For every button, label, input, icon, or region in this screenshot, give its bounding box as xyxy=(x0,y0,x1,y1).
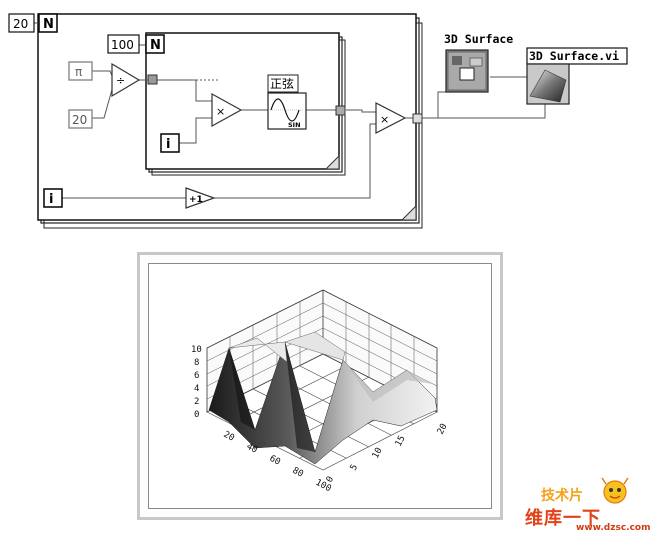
inner-count-constant[interactable] xyxy=(107,34,140,54)
twenty-constant[interactable] xyxy=(68,109,93,129)
surface-vi-icon xyxy=(529,69,567,103)
y-tick: 10 xyxy=(371,446,385,460)
inner-count-value: 100 xyxy=(111,38,134,52)
outer-n-label: N xyxy=(43,17,54,32)
outer-iteration-label: i xyxy=(49,192,53,207)
outer-iteration-terminal[interactable] xyxy=(43,188,63,208)
x-tick: 80 xyxy=(291,466,305,480)
y-tick: 20 xyxy=(436,422,450,436)
outer-output-tunnel[interactable] xyxy=(412,113,423,124)
divide-symbol: ÷ xyxy=(116,74,125,87)
x-axis-ticks: 20 40 60 80 100 xyxy=(222,430,333,494)
surface-caption: 3D Surface xyxy=(444,32,513,46)
inner-loop-tunnel[interactable] xyxy=(147,74,158,85)
multiply-symbol-inner: × xyxy=(216,105,225,118)
inner-loop-page-curl xyxy=(324,154,340,170)
z-tick: 2 xyxy=(194,397,199,407)
x-tick: 40 xyxy=(245,442,259,456)
sine-label: SIN xyxy=(288,121,301,129)
surface-mesh xyxy=(208,331,438,465)
multiply-node-outer[interactable] xyxy=(375,102,407,134)
inner-iteration-label: i xyxy=(166,137,170,152)
y-axis-ticks: 0 5 10 15 20 xyxy=(325,422,450,484)
y-tick: 5 xyxy=(349,463,360,472)
z-tick: 8 xyxy=(194,358,199,368)
z-tick: 6 xyxy=(194,371,199,381)
pi-constant[interactable] xyxy=(68,61,93,81)
sine-title: 正弦 xyxy=(270,76,294,91)
increment-symbol: +1 xyxy=(189,195,203,205)
outer-count-value: 20 xyxy=(13,17,28,31)
watermark-top-text: 技术片 xyxy=(541,488,583,504)
inner-iteration-terminal[interactable] xyxy=(160,133,180,153)
block-diagram: 20 N 100 N π 20 ÷ × i 正弦 SIN × i +1 3D S… xyxy=(8,13,628,229)
outer-count-constant[interactable] xyxy=(8,13,35,33)
multiply-node-inner[interactable] xyxy=(211,92,243,128)
z-tick: 10 xyxy=(191,345,202,355)
vi-caption-box xyxy=(526,47,628,65)
wires xyxy=(33,22,546,199)
inner-n-terminal[interactable] xyxy=(145,34,165,54)
watermark-url: www.dzsc.com xyxy=(576,523,650,533)
surface-plot-graph[interactable]: 10 8 6 4 2 0 20 40 60 80 100 0 5 10 15 2… xyxy=(137,252,503,520)
surface-node-corner xyxy=(452,56,462,65)
surface-node-tab xyxy=(469,57,483,67)
outer-n-terminal[interactable] xyxy=(38,13,58,33)
surface-node-glyph xyxy=(459,67,475,81)
mascot-logo xyxy=(601,477,629,504)
sine-node[interactable] xyxy=(267,92,307,130)
divide-node[interactable] xyxy=(111,62,141,98)
x-tick: 20 xyxy=(222,430,236,444)
watermark-logo-text: 维库一下 xyxy=(525,508,601,529)
z-tick: 4 xyxy=(194,384,199,394)
outer-loop-page-curl xyxy=(400,204,417,221)
z-axis-ticks: 10 8 6 4 2 0 xyxy=(191,345,202,420)
pi-constant-label: π xyxy=(75,65,82,79)
vi-caption: 3D Surface.vi xyxy=(529,49,619,63)
z-tick: 0 xyxy=(194,410,199,420)
sine-wave-icon xyxy=(270,98,300,122)
multiply-symbol-outer: × xyxy=(380,113,389,126)
x-tick: 60 xyxy=(268,454,282,468)
inner-output-tunnel[interactable] xyxy=(335,105,346,116)
y-tick: 15 xyxy=(394,434,408,448)
sine-title-box xyxy=(267,74,299,93)
inner-n-label: N xyxy=(150,38,161,53)
increment-node[interactable] xyxy=(185,187,216,209)
twenty-constant-label: 20 xyxy=(72,113,87,127)
y-tick: 0 xyxy=(325,475,336,484)
